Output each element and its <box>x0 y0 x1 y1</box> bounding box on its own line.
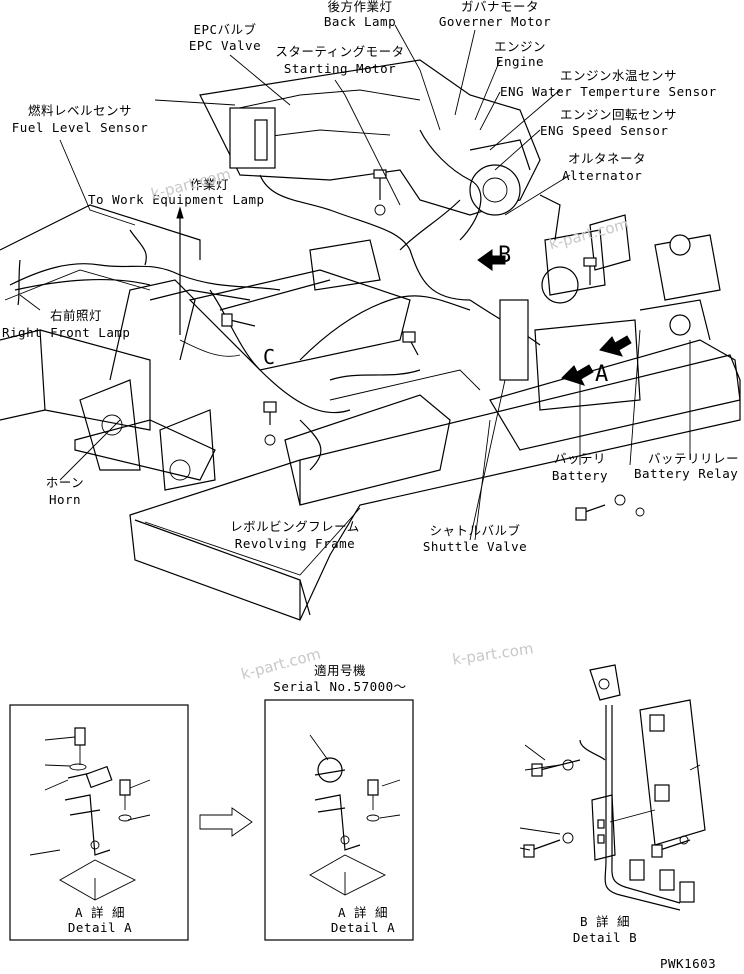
battery-relay-label-en: Battery Relay <box>634 466 739 481</box>
battery-label-jp: バッテリ <box>553 451 606 466</box>
left-structure <box>0 204 251 491</box>
shuttle-valve-label-jp: シャトルバルブ <box>429 523 521 538</box>
detail-a-caption-jp: A 詳 細 <box>74 905 126 920</box>
epc-label-jp: EPCバルブ <box>193 22 257 37</box>
governor-label-en: Governer Motor <box>438 14 552 29</box>
starting-motor-label-jp: スターティングモータ <box>275 44 405 59</box>
speed-sensor-label-jp: エンジン回転センサ <box>560 107 678 122</box>
revolving-frame <box>129 354 741 621</box>
back-lamp-label-en: Back Lamp <box>323 14 397 29</box>
right-front-lamp-label-en: Right Front Lamp <box>2 325 131 340</box>
starting-motor-label-en: Starting Motor <box>283 61 397 76</box>
horn-label-en: Horn <box>48 492 82 507</box>
detail-a2-caption-en: Detail A <box>330 920 396 935</box>
serial-label-jp: 適用号機 <box>313 663 366 678</box>
detail-b-caption-jp: B 詳 細 <box>579 914 631 929</box>
water-sensor-label-en: ENG Water Temperture Sensor <box>500 84 717 99</box>
engine <box>199 59 561 241</box>
engine-label-en: Engine <box>495 54 545 69</box>
battery-relay-label-jp: バッテリリレー <box>648 451 740 466</box>
detail-arrows <box>176 206 632 386</box>
transition-arrow <box>199 807 253 837</box>
center-deck <box>188 239 481 506</box>
bolts <box>221 169 645 521</box>
serial-label-en: Serial No.57000～ <box>273 679 407 694</box>
governor-label-jp: ガバナモータ <box>460 0 539 14</box>
alternator-label-en: Alternator <box>562 168 643 183</box>
detail-a2-panel <box>264 699 414 941</box>
battery-area <box>489 214 741 451</box>
fuel-sensor-label-en: Fuel Level Sensor <box>11 120 149 135</box>
right-front-lamp-label-jp: 右前照灯 <box>50 308 103 323</box>
speed-sensor-label-en: ENG Speed Sensor <box>540 123 669 138</box>
detail-b-marker: B <box>498 243 512 268</box>
c-marker: C <box>263 345 276 369</box>
detail-a-panel <box>9 704 189 941</box>
detail-a-caption-en: Detail A <box>67 920 133 935</box>
fuel-sensor-label-jp: 燃料レベルセンサ <box>27 103 132 118</box>
epc-label-en: EPC Valve <box>188 38 262 53</box>
work-lamp-label-en: To Work Equipment Lamp <box>88 192 265 207</box>
shuttle-valve-label-en: Shuttle Valve <box>422 539 528 554</box>
engine-label-jp: エンジン <box>493 39 546 54</box>
revolving-frame-label-en: Revolving Frame <box>234 536 356 551</box>
horn-label-jp: ホーン <box>45 475 85 490</box>
leader-lines <box>19 24 691 541</box>
detail-a-marker: A <box>595 362 609 387</box>
detail-b-caption-en: Detail B <box>572 930 638 945</box>
back-lamp-label-jp: 後方作業灯 <box>327 0 393 14</box>
detail-a2-caption-jp: A 詳 細 <box>337 905 389 920</box>
battery-label-en: Battery <box>551 468 609 483</box>
alternator-label-jp: オルタネータ <box>568 151 647 166</box>
drawing-number: PWK1603 <box>660 956 717 971</box>
water-sensor-label-jp: エンジン水温センサ <box>560 68 678 83</box>
detail-b-panel <box>519 664 706 911</box>
work-lamp-label-jp: 作業灯 <box>190 177 230 192</box>
revolving-frame-label-jp: レボルビングフレーム <box>230 519 360 534</box>
